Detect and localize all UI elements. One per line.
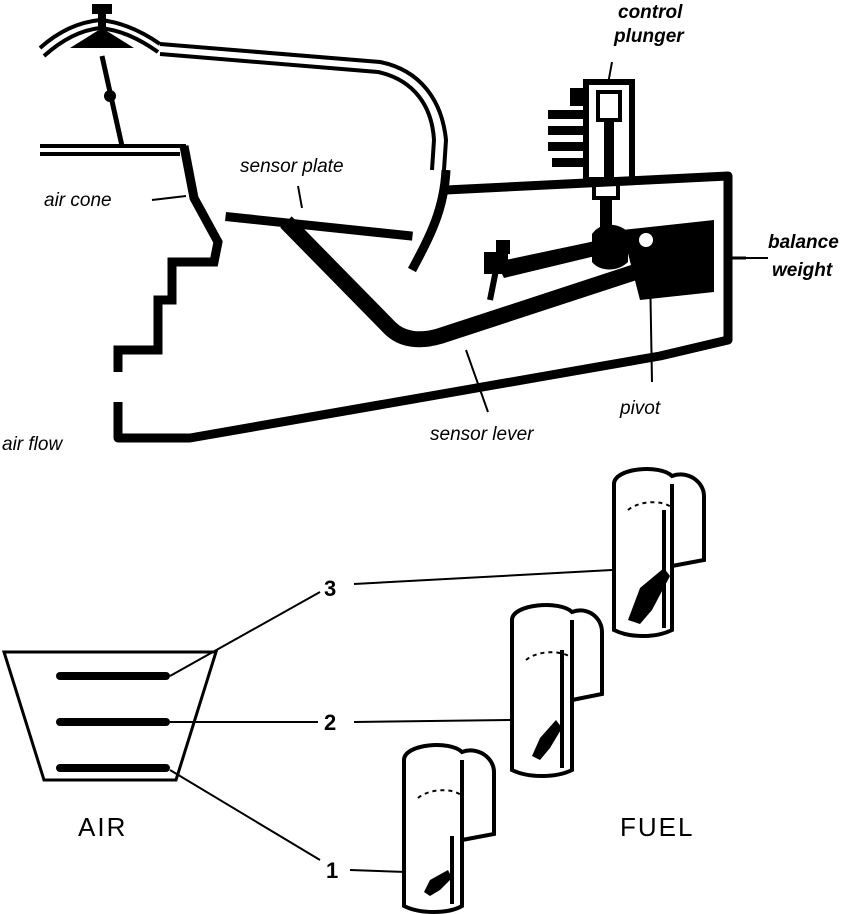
position-3-label: 3	[324, 576, 336, 601]
lower-housing	[113, 171, 746, 443]
leader-lines	[151, 61, 768, 413]
balance-weight	[592, 220, 714, 300]
fuel-cylinder-2	[510, 603, 604, 778]
control-plunger-label-line1: control	[618, 2, 683, 23]
air-label: AIR	[78, 812, 127, 842]
adjusting-screw	[38, 4, 162, 58]
balance-weight-label-line2: weight	[772, 260, 833, 281]
sensor-plate-label: sensor plate	[240, 156, 344, 177]
control-plunger	[548, 79, 635, 228]
position-2-label: 2	[324, 710, 336, 735]
upper-housing	[159, 42, 451, 273]
pivot-label: pivot	[619, 398, 661, 419]
air-cone-label: air cone	[44, 190, 112, 211]
air-flow-label: air flow	[2, 434, 63, 455]
air-fuel-positions-diagram: 3 2 1 AIR FUEL	[1, 467, 706, 914]
balance-weight-label-line1: balance	[768, 232, 839, 253]
air-funnel	[1, 650, 219, 782]
sensor-lever-label: sensor lever	[430, 424, 534, 445]
fuel-cylinder-3	[612, 467, 706, 638]
fuel-label: FUEL	[620, 812, 694, 842]
control-plunger-label-line2: plunger	[613, 26, 685, 47]
sensor-plate	[225, 212, 413, 241]
air-flow-sensor-diagram: control plunger sensor plate air cone ba…	[2, 2, 839, 455]
linkage-rod	[99, 55, 125, 147]
air-cone	[40, 144, 223, 372]
pivot-point	[639, 233, 653, 247]
position-1-label: 1	[326, 858, 338, 883]
connector-lines	[169, 569, 613, 873]
fuel-cylinder-1	[402, 743, 496, 914]
sensor-lever	[280, 216, 663, 348]
